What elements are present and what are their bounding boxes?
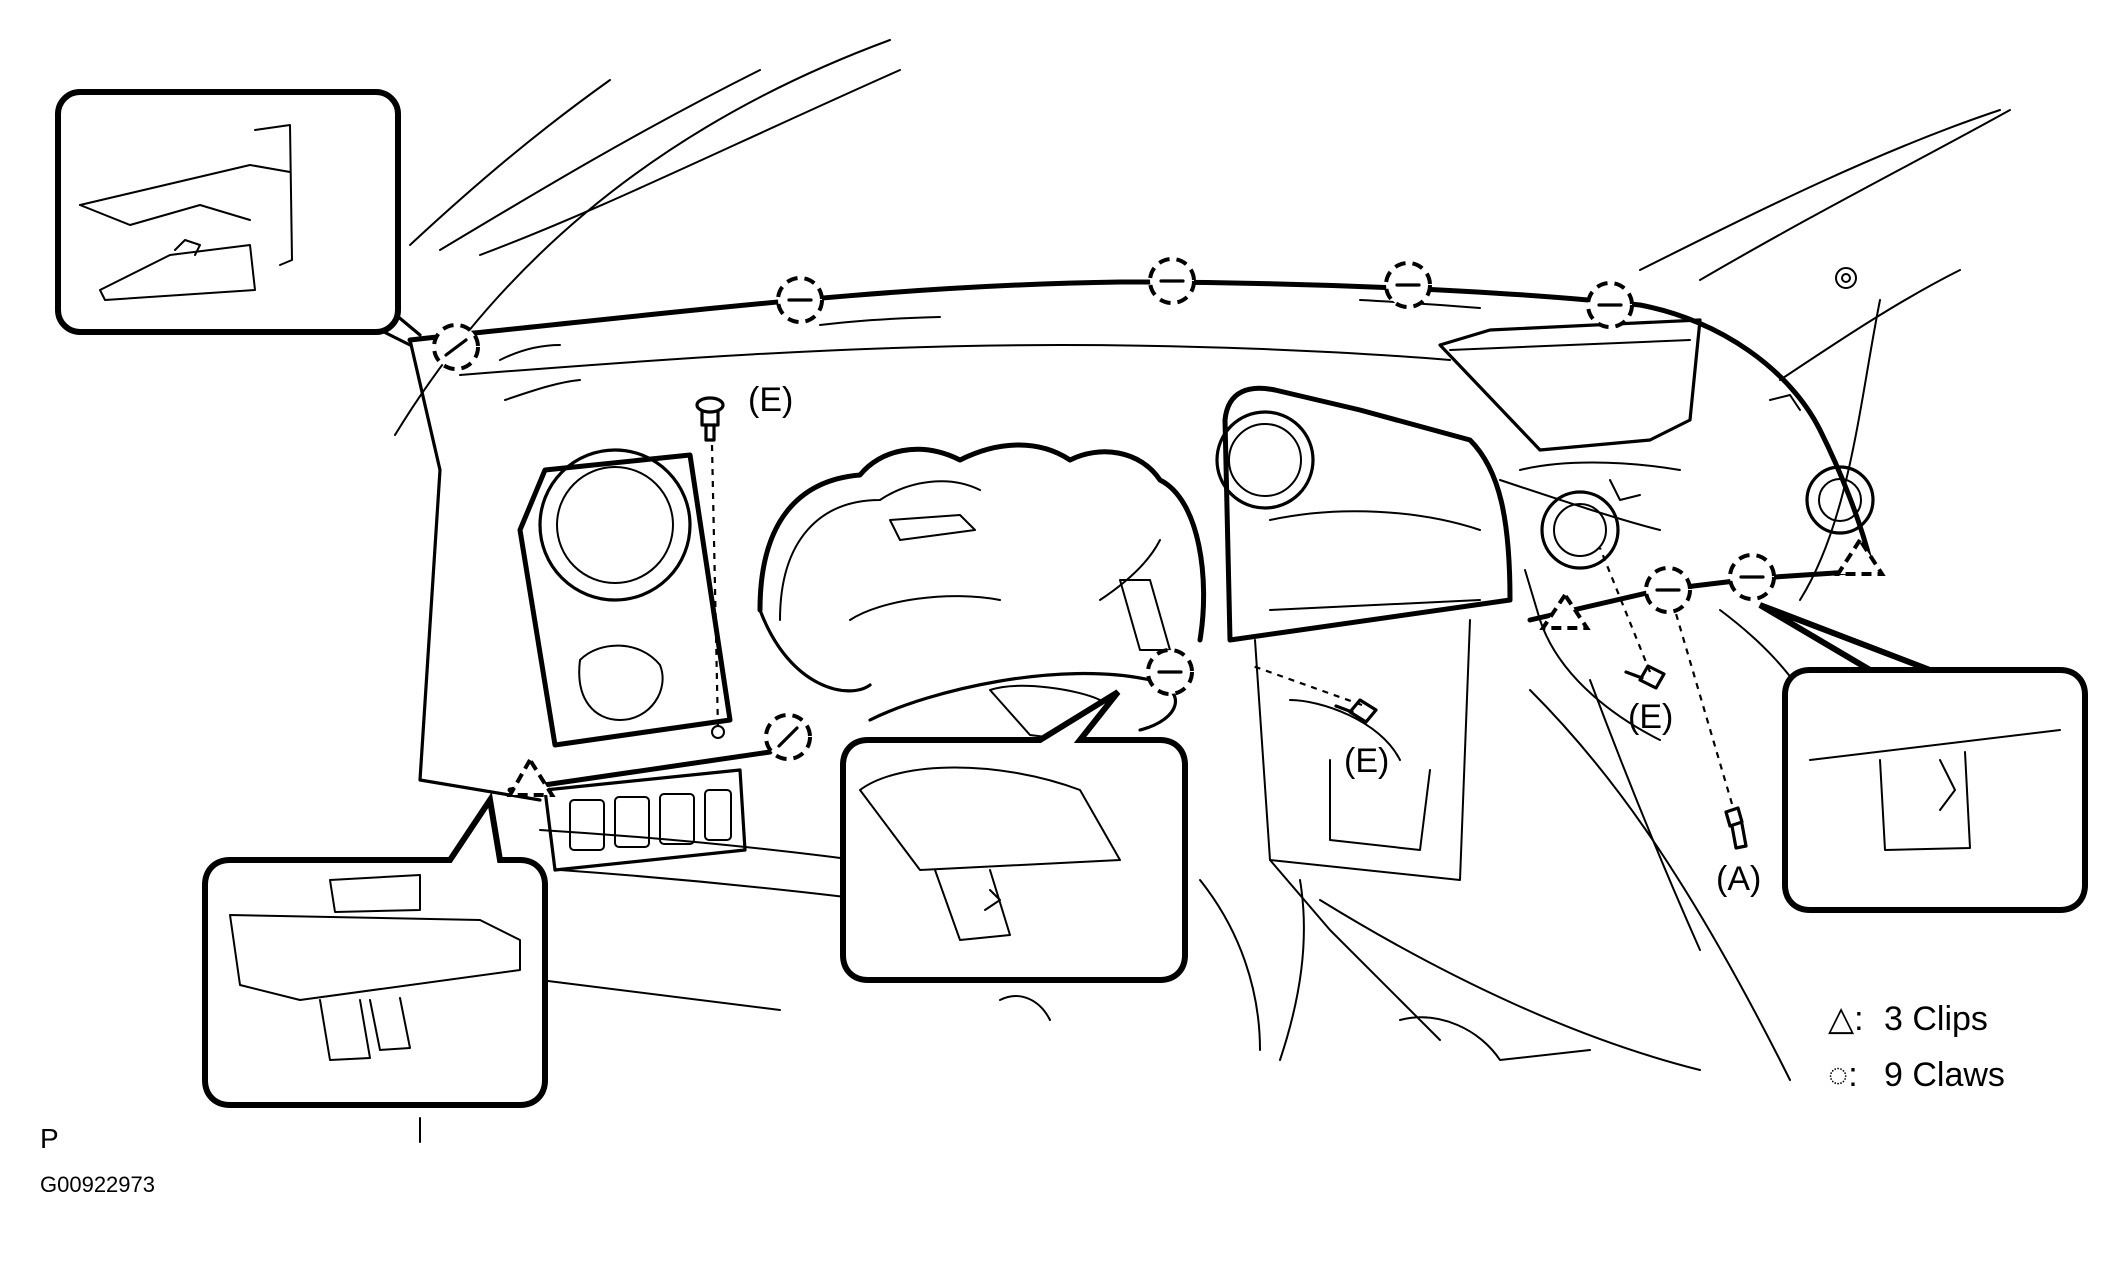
bolt-e-right-icon: [1598, 547, 1666, 690]
windshield-lines: [394, 39, 2011, 601]
clip-markers: [506, 536, 1886, 797]
legend-claws-symbol: ◌:: [1828, 1056, 1858, 1094]
clip-marker: [1539, 591, 1591, 630]
clip-marker: [1834, 536, 1886, 576]
callout-a: (A): [1716, 860, 1761, 898]
view-label: P: [40, 1123, 59, 1154]
figure-code: G00922973: [40, 1172, 155, 1197]
callout-e-center: (E): [1344, 742, 1389, 780]
lower-switch-panel: [543, 768, 747, 872]
lower-clip-line: [507, 749, 773, 793]
detail-box-bottom-left: [202, 792, 548, 1108]
clip-marker: [506, 756, 556, 797]
claw-markers: [432, 257, 1776, 761]
detail-box-bottom-center: [840, 689, 1188, 983]
callout-e-left: (E): [748, 381, 793, 419]
bolt-e-center-icon: [1249, 663, 1378, 724]
legend-clips-text: 3 Clips: [1884, 1000, 1988, 1038]
instrument-cluster: [757, 442, 1207, 693]
legend-claws-text: 9 Claws: [1884, 1056, 2005, 1094]
center-stack: [1199, 385, 1591, 1061]
left-vent: [499, 344, 733, 748]
legend: △: 3 Clips ◌: 9 Claws: [1828, 1000, 2005, 1094]
legend-clips-symbol: △:: [1828, 1000, 1864, 1038]
bolt-a-icon: [1670, 599, 1748, 850]
bolt-e-left-icon: [695, 396, 725, 739]
callout-e-right: (E): [1628, 698, 1673, 736]
detail-box-top-left: [55, 89, 422, 347]
passenger-side: [1438, 267, 1875, 741]
detail-box-right: [1758, 602, 2088, 913]
clip-line: [1527, 569, 1853, 623]
